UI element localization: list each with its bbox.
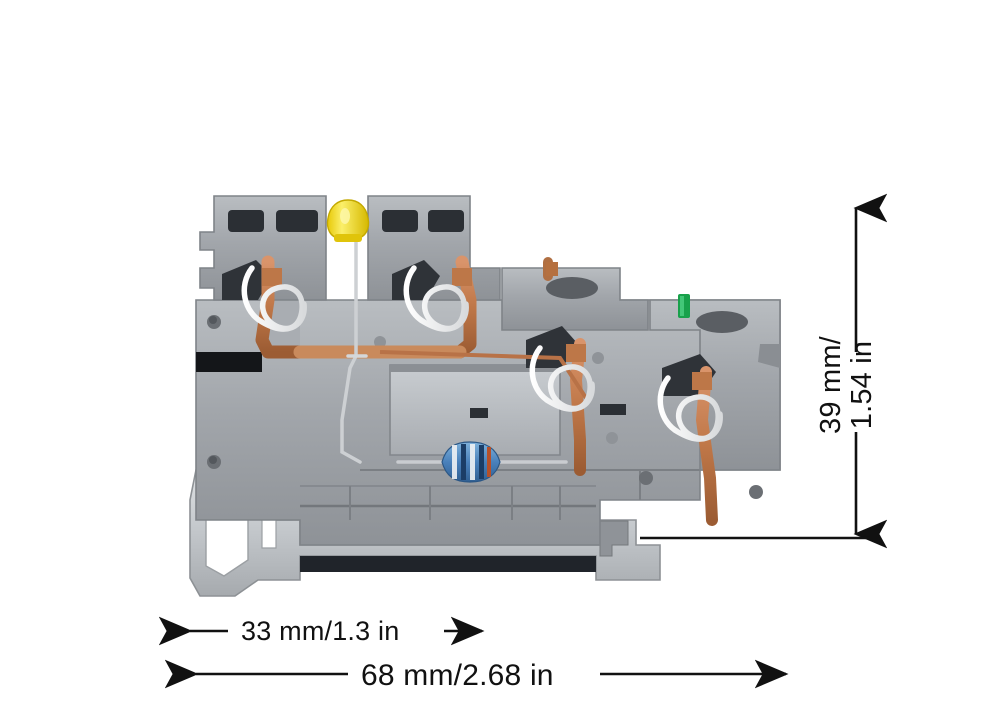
- dimension-line-height: [640, 193, 888, 549]
- green-marker-tab: [678, 294, 690, 318]
- dimension-label-height: 39 mm/ 1.54 in: [815, 336, 879, 434]
- dimension-label-total-width: 68 mm/2.68 in: [361, 659, 554, 692]
- housing-mid-right-tower: [501, 267, 649, 368]
- resistor-component: [396, 441, 568, 483]
- led-indicator-assembly: [326, 199, 370, 464]
- dimension-label-body-width: 33 mm/1.3 in: [241, 616, 400, 646]
- cage-clamp-spring-group: [241, 265, 723, 460]
- connector-stub: [546, 262, 558, 276]
- housing-lower-right-tower: [649, 299, 781, 471]
- housing-upper-left-tower: [199, 195, 327, 301]
